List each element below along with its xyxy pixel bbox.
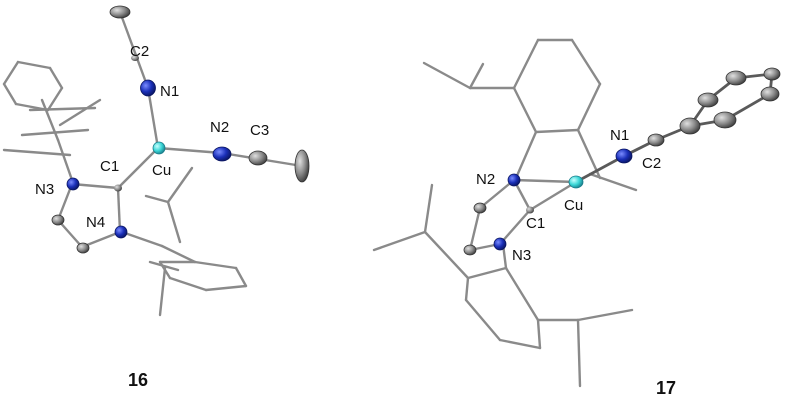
copper-atom xyxy=(568,175,584,189)
atom-label-n1: N1 xyxy=(610,127,629,144)
nitrogen-atom xyxy=(114,225,128,239)
atom-label-n3: N3 xyxy=(512,247,531,264)
carbon-atom xyxy=(679,117,701,135)
atom-label-n4: N4 xyxy=(86,214,105,231)
atom-label-cu: Cu xyxy=(152,162,171,179)
atoms-16 xyxy=(51,5,310,254)
aryl-upper-left-16 xyxy=(2,60,102,182)
nitrogen-atom xyxy=(493,237,507,251)
carbon-atom xyxy=(248,150,268,166)
compound-label-16: 16 xyxy=(128,370,148,390)
atom-label-c2: C2 xyxy=(130,43,149,60)
nitrogen-atom xyxy=(507,173,521,187)
nitrogen-atom xyxy=(140,79,156,97)
atom-label-n3: N3 xyxy=(35,181,54,198)
carbon-atom xyxy=(76,242,90,254)
atom-label-c1: C1 xyxy=(526,215,545,232)
atom-label-n2: N2 xyxy=(210,119,229,136)
structure-17: N1 C2 N2 Cu C1 N3 17 xyxy=(372,38,781,398)
carbon-atom xyxy=(713,111,737,129)
carbon-atom xyxy=(647,133,665,147)
carbon-atom xyxy=(473,202,487,214)
aryl-lower-17 xyxy=(372,183,634,388)
carbon-atom xyxy=(526,206,534,214)
carbon-atom xyxy=(114,184,122,192)
labels-17: N1 C2 N2 Cu C1 N3 17 xyxy=(476,127,676,398)
carbon-atom xyxy=(763,67,781,81)
atom-label-cu: Cu xyxy=(564,197,583,214)
carbon-atom xyxy=(463,244,477,256)
aryl-lower-right-16 xyxy=(120,166,248,317)
carbon-atom xyxy=(760,86,780,102)
carbon-atom xyxy=(697,92,719,108)
carbon-atom xyxy=(51,214,65,226)
nitrogen-atom xyxy=(615,148,633,164)
atom-label-c1: C1 xyxy=(100,158,119,175)
compound-label-17: 17 xyxy=(656,378,676,398)
atom-label-n2: N2 xyxy=(476,171,495,188)
aryl-upper-17 xyxy=(422,38,638,192)
atoms-17 xyxy=(463,67,781,256)
copper-atom xyxy=(152,141,166,155)
carbon-atom xyxy=(725,70,747,86)
nitrogen-atom xyxy=(66,177,80,191)
core-bonds-16 xyxy=(56,10,304,249)
carbon-atom xyxy=(109,5,131,19)
carbon-atom xyxy=(131,55,139,61)
atom-label-c2: C2 xyxy=(642,155,661,172)
atom-label-n1: N1 xyxy=(160,83,179,100)
carbon-atom xyxy=(294,149,310,183)
labels-16: C2 N1 N2 C3 C1 Cu N3 N4 16 xyxy=(35,43,269,390)
structure-16: C2 N1 N2 C3 C1 Cu N3 N4 16 xyxy=(2,5,310,390)
nitrogen-atom xyxy=(212,146,232,162)
atom-label-c3: C3 xyxy=(250,122,269,139)
